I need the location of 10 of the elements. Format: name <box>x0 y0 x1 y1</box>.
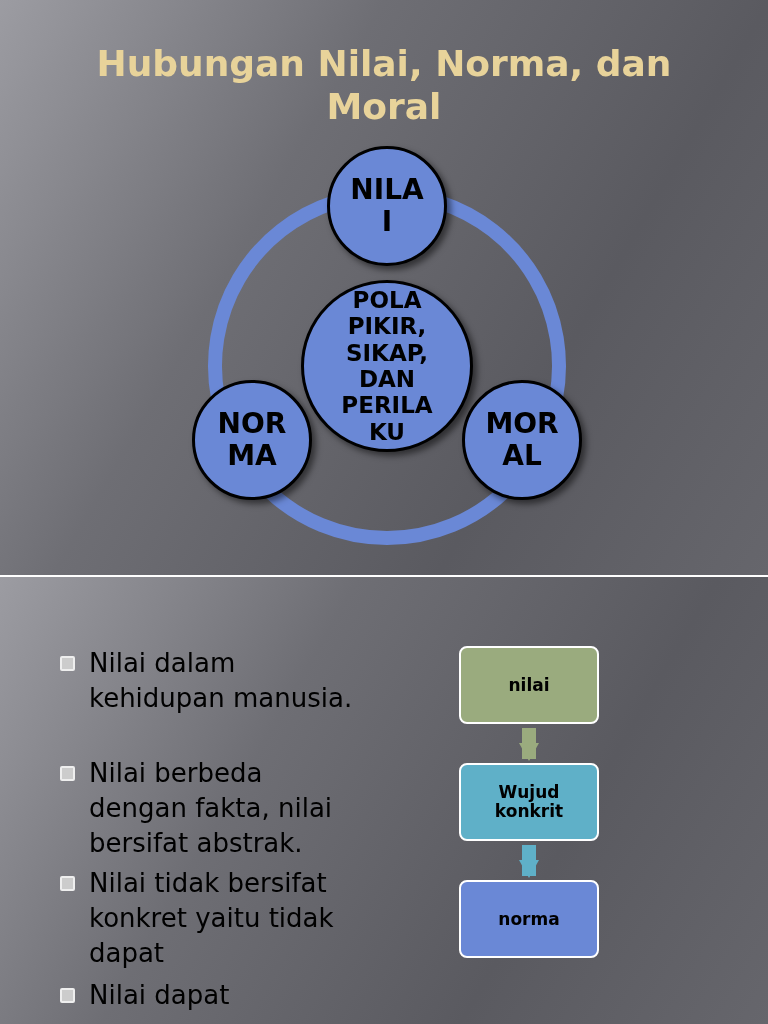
slide-title: Hubungan Nilai, Norma, dan Moral <box>95 42 673 129</box>
process-box: nilai <box>459 646 599 724</box>
bullet-text: Nilai dapat <box>89 979 230 1012</box>
process-box: Wujud konkrit <box>459 763 599 841</box>
bullet-text: Nilai tidak bersifat konkret yaitu tidak dapat <box>89 867 335 970</box>
arrow <box>519 845 539 878</box>
process-box: norma <box>459 880 599 958</box>
bullet-text: Nilai dalam kehidupan manusia. <box>89 647 354 715</box>
arrow <box>519 728 539 761</box>
bullet-text: Nilai berbeda dengan fakta, nilai bersifat abstrak. <box>89 757 334 860</box>
